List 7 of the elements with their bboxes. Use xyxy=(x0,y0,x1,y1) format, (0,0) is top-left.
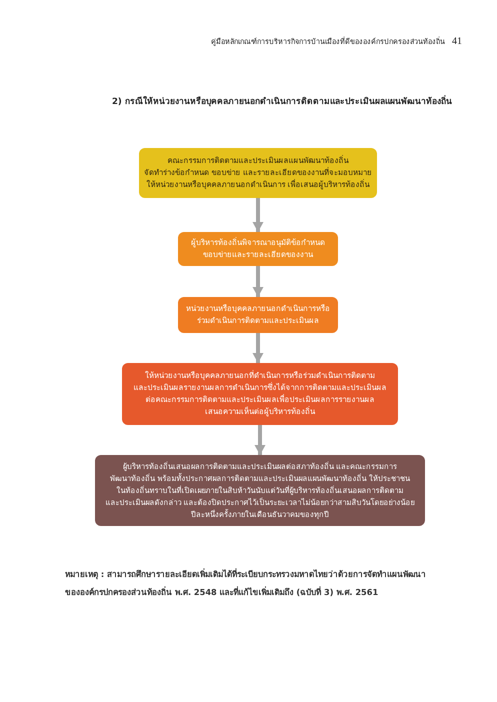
arrow xyxy=(254,425,266,455)
diagram-title: 2) กรณีให้หน่วยงานหรือบุคคลภายนอกดำเนินการติดตามและประเมินผลแผนพัฒนาท้องถิ่น xyxy=(112,96,452,108)
page-number: 41 xyxy=(452,36,462,48)
footnote: หมายเหตุ : สามารถศึกษารายละเอียดเพิ่มเติมได้ที่ระเบียบกระทรวงมหาดไทยว่าด้วยการจัดทำแผนพัฒนาขององค์กรปกครองส่วนท้องถิ่น พ.ศ. 2548 และที่แก้ไขเพิ่มเติมถึง (ฉบับที่ 3) พ.ศ. 2561 xyxy=(65,567,427,599)
arrow xyxy=(252,266,264,297)
arrow xyxy=(252,198,264,232)
arrow xyxy=(252,333,264,363)
